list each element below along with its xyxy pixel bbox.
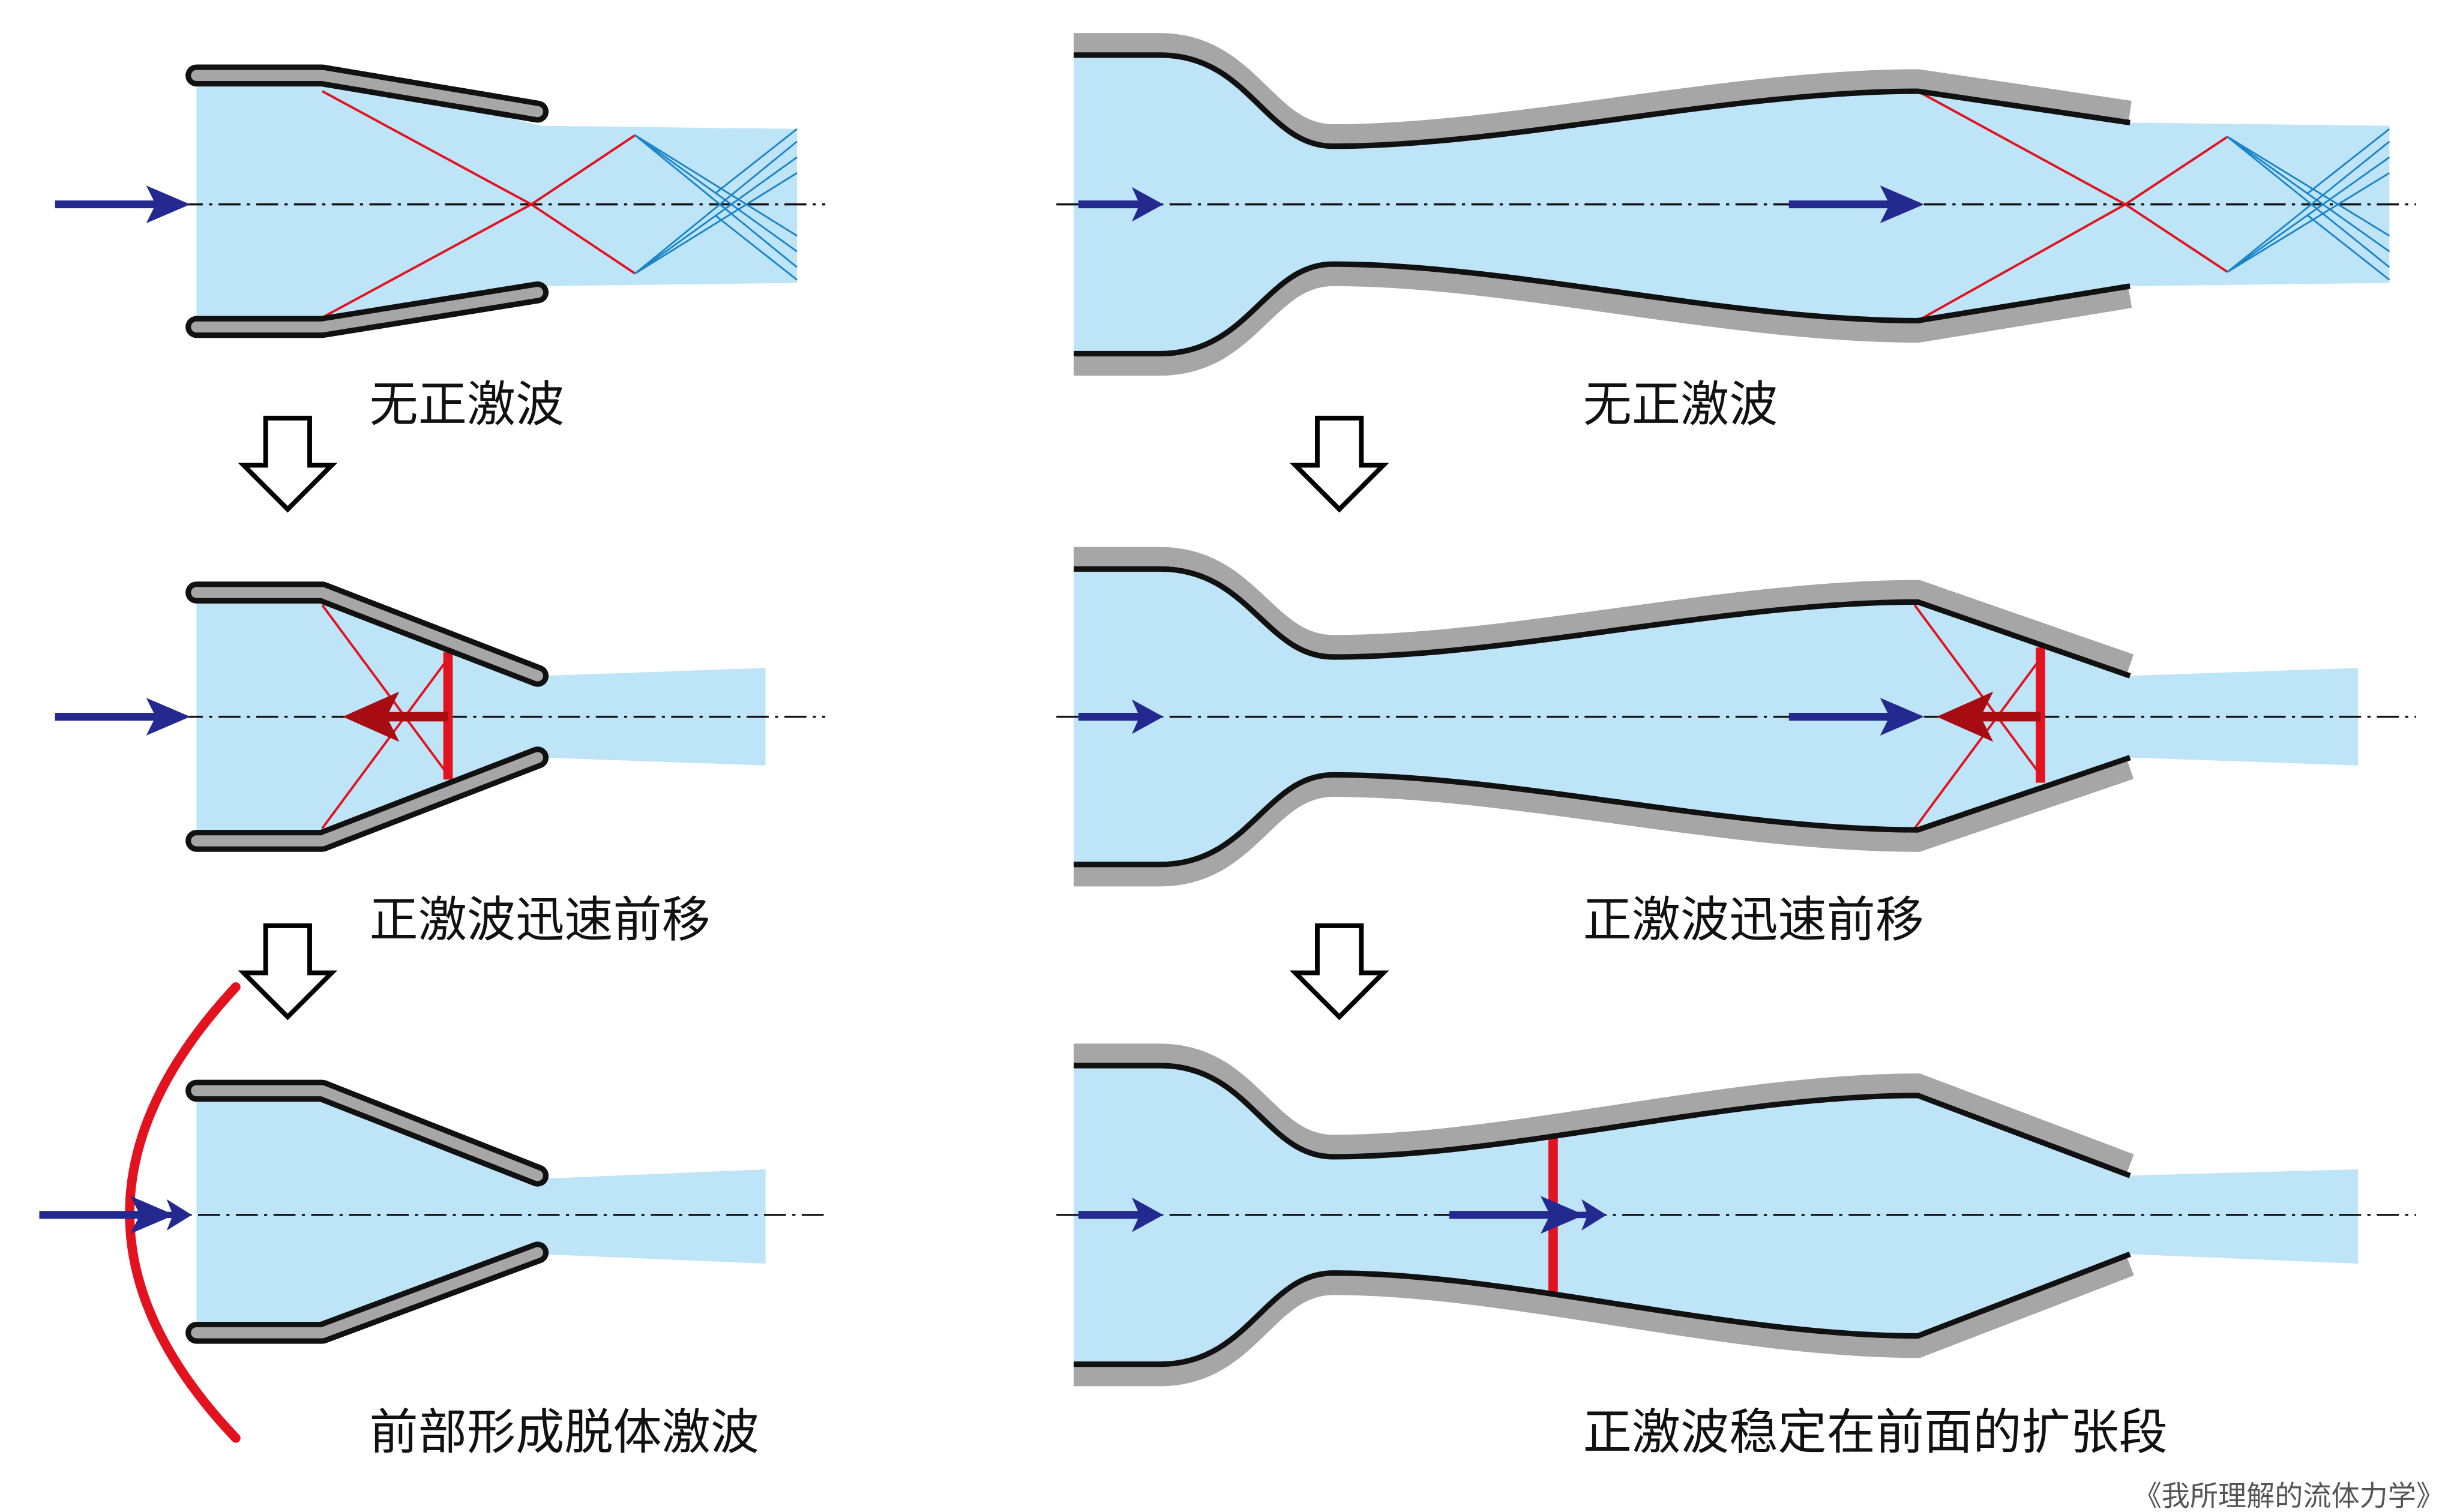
caption-right-3: 正激波稳定在前面的扩张段 [1583, 1405, 2168, 1461]
nozzle-walls [1073, 547, 2134, 887]
shock-motion-arrow [343, 691, 448, 742]
left-panel-3 [39, 982, 826, 1443]
flow-region [1073, 55, 2390, 354]
source-credit: 《我所理解的流体力学》 [2134, 1480, 2444, 1512]
transition-arrow-right-2 [1295, 926, 1383, 1017]
freestream-arrow [55, 698, 190, 736]
caption-left-1: 无正激波 [370, 377, 565, 433]
expansion-waves [2227, 128, 2390, 281]
caption-right-2: 正激波迅速前移 [1583, 892, 1924, 949]
oblique-shocks [1917, 90, 2228, 322]
freestream-arrow [55, 185, 190, 223]
caption-right-1: 无正激波 [1583, 377, 1778, 433]
flow-region [196, 594, 766, 846]
right-panel-3 [1056, 1043, 2416, 1387]
expansion-waves [634, 128, 798, 281]
nozzle-walls [1073, 1043, 2134, 1387]
shock-motion-arrow [1937, 691, 2040, 742]
inlet-walls [185, 64, 549, 338]
transition-arrow-left-1 [244, 418, 332, 509]
inlet-walls [185, 1079, 549, 1344]
oblique-shocks [1913, 604, 2042, 829]
caption-left-3: 前部形成脱体激波 [370, 1405, 760, 1461]
nozzle-walls [1073, 33, 2132, 376]
left-panel-1 [55, 64, 826, 338]
right-panel-2 [1056, 547, 2416, 887]
inlet-walls [185, 581, 549, 852]
transition-arrow-right-1 [1295, 418, 1383, 509]
caption-left-2: 正激波迅速前移 [370, 892, 711, 949]
right-panel-1 [1056, 33, 2416, 376]
transition-arrow-left-2 [244, 926, 332, 1017]
oblique-shocks [322, 90, 636, 319]
oblique-shocks [321, 604, 450, 829]
left-panel-2 [55, 581, 826, 852]
